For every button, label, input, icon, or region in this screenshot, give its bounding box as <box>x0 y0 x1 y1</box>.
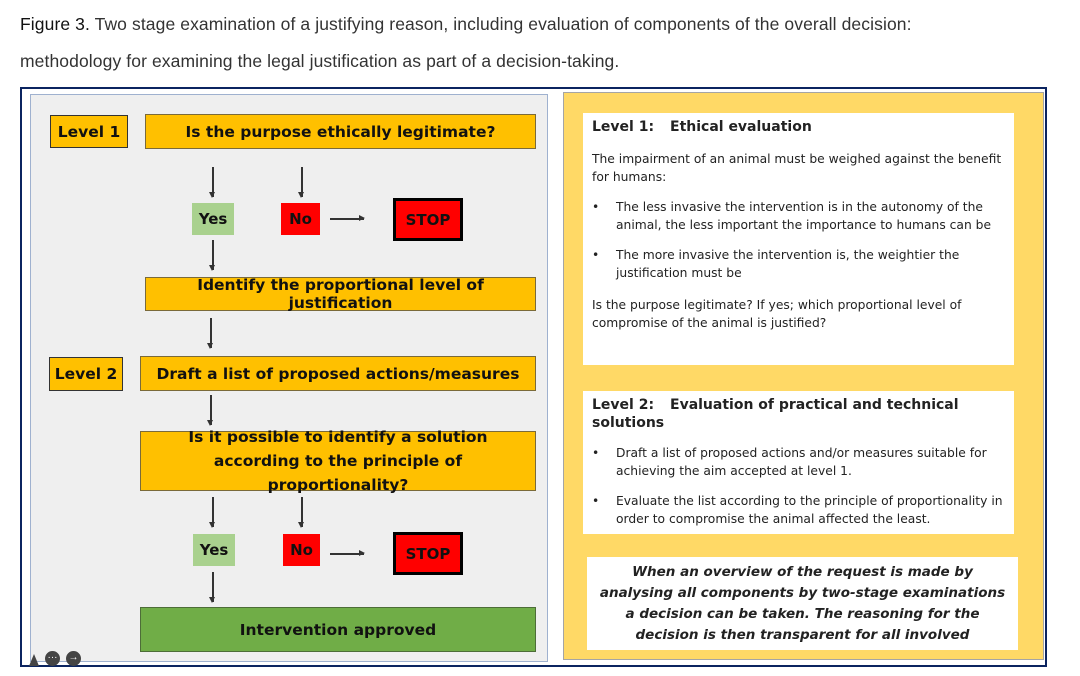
panel-level: Level 1: <box>592 119 655 135</box>
no-box-1: No <box>281 203 320 235</box>
caption-text: Two stage examination of a justifying re… <box>89 14 912 34</box>
forward-icon[interactable]: → <box>66 651 81 666</box>
arrow-down-icon <box>209 497 215 528</box>
yes-box-2: Yes <box>193 534 235 566</box>
person-icon[interactable] <box>29 654 39 666</box>
draft-list-box: Draft a list of proposed actions/measure… <box>140 356 536 391</box>
list-item: • Draft a list of proposed actions and/or… <box>592 444 1005 480</box>
panel-title: Evaluation of practical and technical so… <box>592 397 959 431</box>
proportionality-question-box: Is it possible to identify a solution ac… <box>140 428 536 494</box>
arrow-right-icon <box>330 215 365 221</box>
level-2-label: Level 2 <box>49 357 123 391</box>
level-2-explanation: Level 2:Evaluation of practical and tech… <box>583 391 1014 534</box>
arrow-down-icon <box>209 240 215 271</box>
figure-label: Figure 3. <box>20 14 90 34</box>
bullet-text: Evaluate the list according to the princ… <box>616 494 1003 526</box>
conclusion-box: When an overview of the request is made … <box>587 557 1018 650</box>
arrow-right-icon <box>330 550 365 556</box>
bullet-text: The more invasive the intervention is, t… <box>616 248 960 280</box>
arrow-down-icon <box>209 167 215 198</box>
panel-title: Ethical evaluation <box>670 119 812 135</box>
bullet-text: The less invasive the intervention is in… <box>616 200 992 232</box>
arrow-down-icon <box>207 395 213 426</box>
bullet-icon: • <box>592 494 600 508</box>
panel-heading: Level 1: Ethical evaluation <box>592 118 1005 136</box>
bullet-text: Draft a list of proposed actions and/or … <box>616 446 987 478</box>
more-icon[interactable]: ··· <box>45 651 60 666</box>
slide-toolbar: ··· → <box>29 651 81 666</box>
bullet-icon: • <box>592 200 600 214</box>
figure-caption-line2: methodology for examining the legal just… <box>20 51 620 71</box>
panel-intro: The impairment of an animal must be weig… <box>592 152 1002 184</box>
level-1-label: Level 1 <box>50 115 128 148</box>
panel-level: Level 2: <box>592 397 655 413</box>
bullet-icon: • <box>592 446 600 460</box>
arrow-down-icon <box>207 318 213 349</box>
bullet-icon: • <box>592 248 600 262</box>
stop-box-2: STOP <box>393 532 463 575</box>
level-1-explanation: Level 1: Ethical evaluation The impairmen… <box>583 113 1014 365</box>
panel-question: Is the purpose legitimate? If yes; which… <box>592 298 962 330</box>
identify-level-box: Identify the proportional level of justi… <box>145 276 536 312</box>
list-item: • Evaluate the list according to the prin… <box>592 492 1005 528</box>
list-item: • The more invasive the intervention is, … <box>592 246 1005 282</box>
no-box-2: No <box>283 534 320 566</box>
list-item: • The less invasive the intervention is i… <box>592 198 1005 234</box>
arrow-down-icon <box>298 167 304 198</box>
yes-box-1: Yes <box>192 203 234 235</box>
arrow-down-icon <box>298 497 304 528</box>
stop-box-1: STOP <box>393 198 463 241</box>
purpose-question-box: Is the purpose ethically legitimate? <box>145 114 536 149</box>
arrow-down-icon <box>209 572 215 603</box>
intervention-approved-box: Intervention approved <box>140 607 536 652</box>
figure-caption-line1: Figure 3. Two stage examination of a jus… <box>20 14 912 35</box>
panel-heading: Level 2:Evaluation of practical and tech… <box>592 396 1005 432</box>
